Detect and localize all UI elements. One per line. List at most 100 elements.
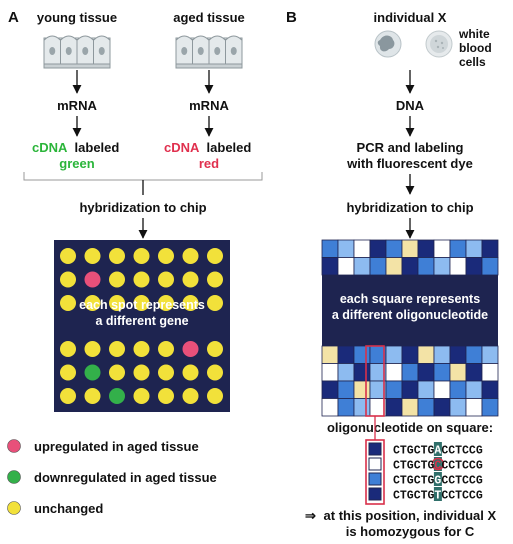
panel-a-hybridization-label: hybridization to chip <box>79 200 206 215</box>
oligo-square <box>465 398 483 417</box>
variant-base-box <box>433 472 442 486</box>
gene-spots-top <box>60 248 223 311</box>
legend: upregulated in aged tissuedownregulated … <box>7 439 217 516</box>
gene-spot <box>84 271 101 288</box>
red-word: red <box>199 156 219 171</box>
oligo-square <box>433 363 451 382</box>
oligo-square <box>385 380 403 399</box>
oligo-square <box>353 257 371 276</box>
wbc-line1: white <box>458 27 490 41</box>
cdna-left-label: cDNA labeled <box>32 140 119 155</box>
oligo-square <box>385 239 403 258</box>
oligo-square <box>353 363 371 382</box>
gene-spot <box>158 271 174 288</box>
oligo-square <box>465 380 483 399</box>
oligo-list: CTGCTGACCTCCGCTGCTGCCCTCCGCTGCTGGCCTCCGC… <box>368 442 483 503</box>
labeled-right-word: labeled <box>207 140 252 155</box>
oligo-square <box>321 239 339 258</box>
gene-spot <box>133 341 150 357</box>
oligo-square <box>353 380 371 399</box>
chip-a-text-line1: each spot represents <box>79 298 205 312</box>
oligo-square <box>481 239 499 258</box>
oligo-sequence: CTGCTGTCCTCCG <box>393 490 483 503</box>
oligo-sequence: CTGCTGGCCTCCG <box>393 475 483 488</box>
gene-spot <box>133 248 150 264</box>
gene-spot <box>182 271 199 288</box>
gene-spot <box>207 271 223 288</box>
oligo-square <box>353 345 371 364</box>
oligo-square <box>465 239 483 258</box>
gene-spot <box>109 295 125 311</box>
oligo-square <box>337 380 355 399</box>
oligo-square <box>481 380 499 399</box>
gene-spot <box>158 248 174 264</box>
gene-spot <box>207 364 223 381</box>
highlighted-base-ring <box>431 457 445 471</box>
oligo-square-swatch <box>368 442 382 456</box>
oligo-square <box>449 363 467 382</box>
oligo-square <box>353 239 371 258</box>
oligo-square <box>449 398 467 417</box>
oligo-square <box>385 345 403 364</box>
oligo-square <box>465 345 483 364</box>
oligo-square <box>369 257 387 276</box>
panel-a-label: A <box>8 9 19 26</box>
oligo-square <box>321 398 339 417</box>
gene-spot <box>182 341 199 357</box>
oligo-square <box>337 345 355 364</box>
oligo-square <box>417 345 435 364</box>
conclusion-line2: is homozygous for C <box>346 524 475 539</box>
oligo-square <box>417 398 435 417</box>
mrna-left-label: mRNA <box>57 98 97 113</box>
oligo-square <box>337 398 355 417</box>
oligo-square <box>433 398 451 417</box>
oligo-square <box>465 257 483 276</box>
oligo-square <box>401 363 419 382</box>
oligo-square <box>433 345 451 364</box>
gene-spot <box>84 295 101 311</box>
gene-spot <box>207 295 223 311</box>
oligo-square <box>385 363 403 382</box>
gene-spot <box>158 295 174 311</box>
oligo-square <box>465 363 483 382</box>
oligo-square <box>417 380 435 399</box>
gene-spot <box>84 364 101 381</box>
gene-spot <box>60 388 76 404</box>
mrna-right-label: mRNA <box>189 98 229 113</box>
gene-spot <box>109 341 125 357</box>
gene-spot <box>60 341 76 357</box>
oligo-square <box>481 363 499 382</box>
oligo-square <box>417 363 435 382</box>
gene-spot <box>158 388 174 404</box>
gene-spot <box>84 341 101 357</box>
oligo-square <box>321 345 339 364</box>
gene-spot <box>133 388 150 404</box>
gene-spot <box>207 341 223 357</box>
oligo-square-swatch <box>368 472 382 486</box>
oligo-square <box>481 257 499 276</box>
gene-spot <box>60 295 76 311</box>
white-blood-cell-icon <box>374 30 402 58</box>
oligo-square <box>385 398 403 417</box>
oligo-square <box>321 380 339 399</box>
panel-b-label: B <box>286 9 297 26</box>
oligo-square <box>401 239 419 258</box>
aged-tissue-label: aged tissue <box>173 10 245 25</box>
young-tissue-label: young tissue <box>37 10 117 25</box>
legend-label: upregulated in aged tissue <box>34 439 199 454</box>
oligo-caption: oligonucleotide on square: <box>327 420 493 435</box>
panel-b-hybridization-label: hybridization to chip <box>346 200 473 215</box>
pcr-line1: PCR and labeling <box>357 140 464 155</box>
legend-label: unchanged <box>34 501 103 516</box>
white-blood-cell-icon <box>425 30 453 58</box>
aged-tissue-cells-icon <box>175 35 243 69</box>
gene-spot <box>109 364 125 381</box>
gene-spot <box>207 248 223 264</box>
gene-spot <box>133 271 150 288</box>
oligo-square <box>417 239 435 258</box>
oligo-square <box>449 345 467 364</box>
oligo-square <box>433 239 451 258</box>
oligo-square <box>353 398 371 417</box>
oligo-square <box>481 398 499 417</box>
oligo-square <box>321 363 339 382</box>
